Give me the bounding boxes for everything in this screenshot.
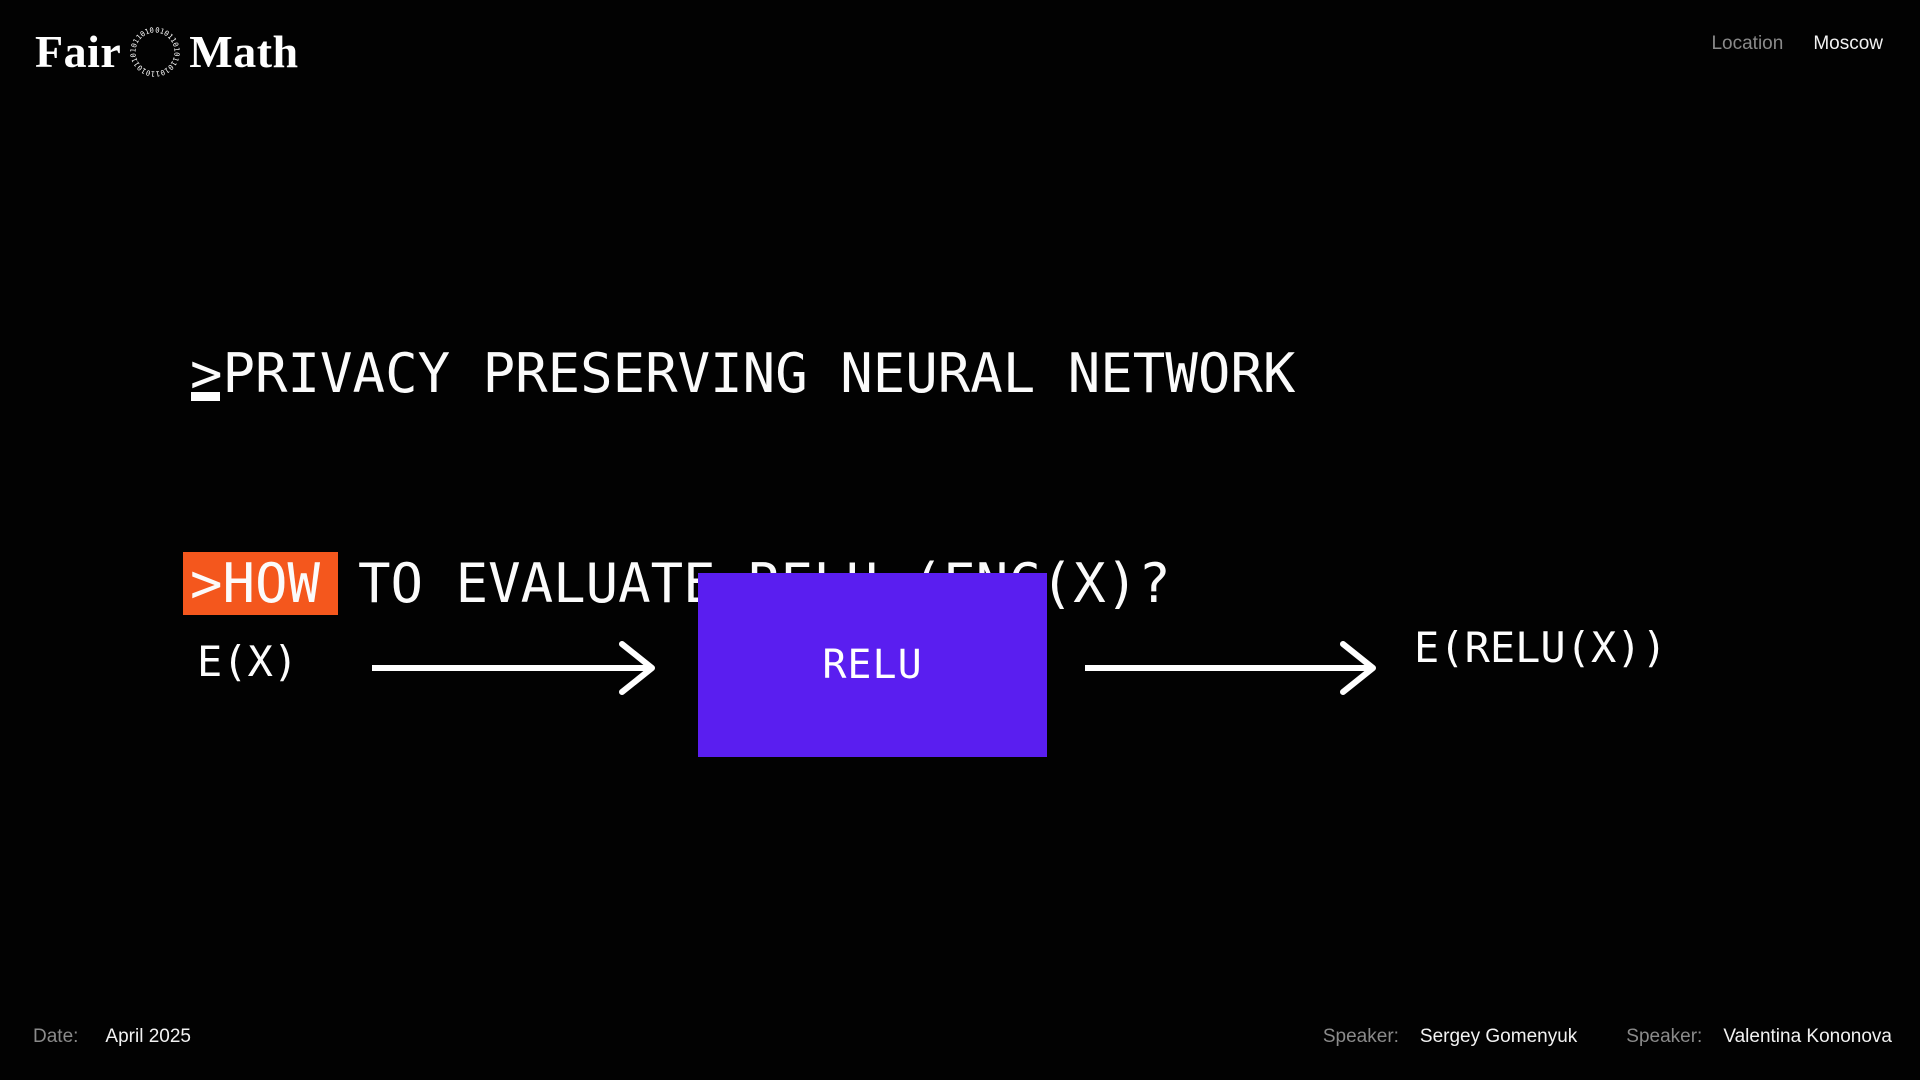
date-value: April 2025 [105, 1026, 191, 1047]
title-line-1: >PRIVACY PRESERVING NEURAL NETWORK [190, 342, 1296, 405]
title-highlight: >HOW [183, 552, 339, 615]
footer-date: Date: April 2025 [33, 1026, 191, 1048]
speaker-item: Speaker: Sergey Gomenyuk [1323, 1026, 1577, 1048]
output-arrow-icon [1085, 641, 1376, 695]
input-arrow-icon [372, 641, 655, 695]
date-label: Date: [33, 1026, 79, 1047]
speaker-label: Speaker: [1626, 1026, 1703, 1047]
relu-box-label: RELU [822, 642, 923, 688]
speaker-label: Speaker: [1322, 1026, 1399, 1047]
svg-text:010110101101011010110101101011: 010110101101011010110101101011 [128, 25, 182, 79]
terminal-cursor-block [191, 392, 220, 401]
relu-box: RELU [698, 573, 1047, 757]
binary-ring-icon: 010110101101011010110101101011 [128, 25, 182, 79]
footer-speakers: Speaker: Sergey Gomenyuk Speaker: Valent… [1323, 1026, 1892, 1048]
speaker-name: Valentina Kononova [1723, 1026, 1892, 1047]
diagram-input-label: E(X) [197, 637, 299, 686]
logo-word-fair: Fair [35, 26, 122, 77]
location-label: Location [1711, 33, 1784, 54]
diagram-output-label: E(RELU(X)) [1414, 623, 1667, 672]
fairmath-logo[interactable]: Fair 010110101101011010110101101011 Math [35, 22, 299, 82]
location-value: Moscow [1813, 33, 1883, 54]
speaker-name: Sergey Gomenyuk [1419, 1026, 1578, 1047]
speaker-item: Speaker: Valentina Kononova [1626, 1026, 1892, 1048]
logo-word-math: Math [189, 26, 299, 77]
location-bar: Location Moscow [1711, 33, 1883, 55]
